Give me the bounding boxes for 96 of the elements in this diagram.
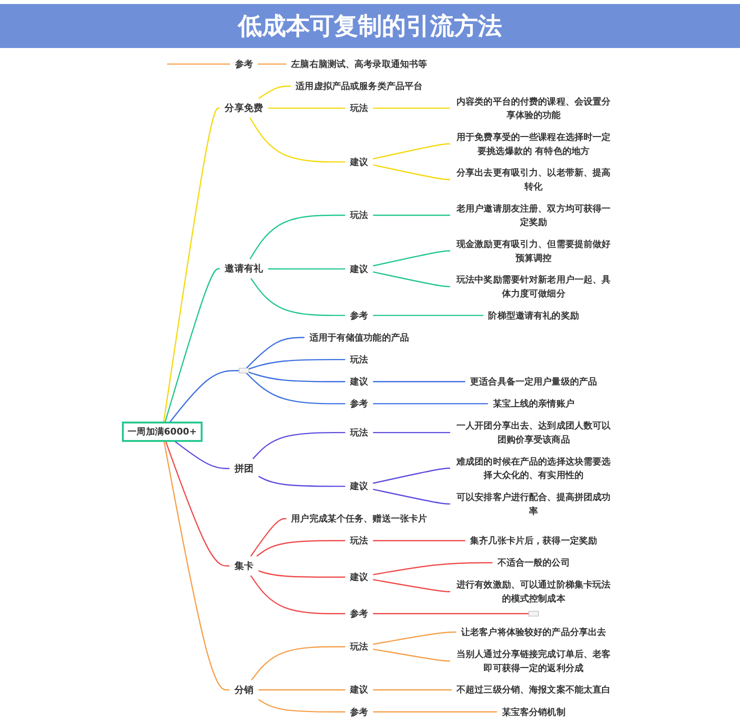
node-text: 某宝客分销机制 [502,706,566,718]
node-text: 玩法 [350,641,368,652]
node-text: 建议 [350,156,368,168]
node-text: 建议 [350,480,368,492]
node-text: 拼团 [234,462,254,474]
node-text: 玩法 [350,427,368,438]
node-text: 分享出去更有吸引力、以老带新、提高转化 [456,167,611,192]
connector [258,689,346,690]
connector [372,143,450,160]
connector [258,86,291,100]
connector [372,468,450,484]
connector [373,540,466,542]
connector [163,440,230,690]
connector [251,646,346,681]
connector [248,372,346,382]
node-text: 用于免费享受的一些课程在选择时一定要挑选爆款的 有特色的地方 [456,131,611,156]
connector [373,711,498,713]
node-text: 玩法 [350,535,368,546]
connector [373,562,493,576]
connector [372,250,450,266]
connector [373,214,450,216]
node-text: 当别人通过分享链接完成订单后、老客即可获得一定的返利分成 [456,648,611,674]
node-text: 适用虚拟产品或服务类产品平台 [296,80,423,92]
connector [268,108,346,109]
node-text: 老用户邀请朋友注册、双方均可获得一定奖励 [456,202,611,228]
connector [169,370,240,423]
node-text: 用户完成某个任务、赠送一张卡片 [291,513,428,524]
node-text: 集卡 [234,560,254,572]
node-text: 更适合具备一定用户量级的产品 [470,376,598,387]
connector [252,432,346,460]
title-banner: 低成本可复制的引流方法 [0,4,740,48]
connector [246,336,304,369]
connector [248,358,346,370]
connector [373,648,450,662]
connector [373,432,450,434]
connector [250,278,346,316]
connector [373,689,452,690]
node-text: 现金激励更有吸引力、但需要提前做好预算调控 [456,238,611,263]
connector [164,268,220,423]
node-text: 参考 [350,706,368,718]
connector [268,268,346,270]
connector [373,579,450,592]
node-text: 参考 [350,310,368,321]
node-text: 参考 [350,608,368,619]
connector [250,118,346,163]
node-text: 某宝上线的亲情账户 [492,398,574,410]
node-text: 建议 [350,684,368,696]
node-text: 不适合一般的公司 [497,557,570,568]
connector [372,488,450,505]
node-text: 建议 [350,376,368,387]
node-text: 不超过三级分销、海报文案不能太直白 [456,684,611,696]
node-text: 玩法 [350,354,368,365]
connector [250,518,286,557]
node-box [238,368,250,374]
node-text: 分销 [234,684,254,696]
node-text: 一人开团分享出去、达到成团人数可以团购价享受该商品 [456,420,611,445]
node-text: 内容类的平台的付费的课程、会设置分享体验的功能 [456,96,611,120]
connector [258,476,346,487]
connector [250,214,346,260]
node-text: 参考 [234,58,254,70]
node-text: 可以安排客户进行配合、提高拼团成功率 [456,492,611,516]
node-text: 难成团的时候在产品的选择这块需要选择大众化的、有实用性的 [456,456,611,480]
connector [165,440,230,567]
connector [373,403,488,404]
connector [373,108,450,109]
connector [372,271,450,288]
connector [167,63,230,65]
node-box: 一周加满6000+ [122,422,203,442]
connector [250,575,346,614]
node-text: 玩法中奖励需要针对新老用户一起、具体力度可做细分 [456,274,611,299]
node-text: 建议 [350,572,368,582]
node-text: 左脑右脑测试、高考录取通知书等 [291,58,428,70]
connector [246,372,346,404]
node-text: 集齐几张卡片后，获得一定奖励 [470,535,598,546]
connector [163,108,220,423]
connector [258,570,346,578]
connector [373,613,529,614]
connector [256,540,346,557]
node-text: 分享免费 [224,102,264,114]
node-text: 玩法 [350,102,368,114]
node-text: 建议 [350,263,368,274]
node-text: 参考 [350,398,368,410]
connector [258,698,346,713]
node-text: 邀请有礼 [224,262,264,274]
connector [373,314,484,316]
node-box [528,610,539,616]
connector [373,381,466,382]
connector [258,63,286,65]
node-text: 玩法 [350,210,368,221]
node-text: 让老客户将体验较好的产品分享出去 [461,626,606,638]
node-text: 适用于有储值功能的产品 [309,332,410,343]
connector [174,440,230,470]
connector [372,164,450,180]
node-text: 进行有效激励、可以通过阶梯集卡玩法的模式控制成本 [456,579,611,604]
connector [373,632,456,645]
node-text: 阶梯型邀请有礼的奖励 [488,310,579,321]
